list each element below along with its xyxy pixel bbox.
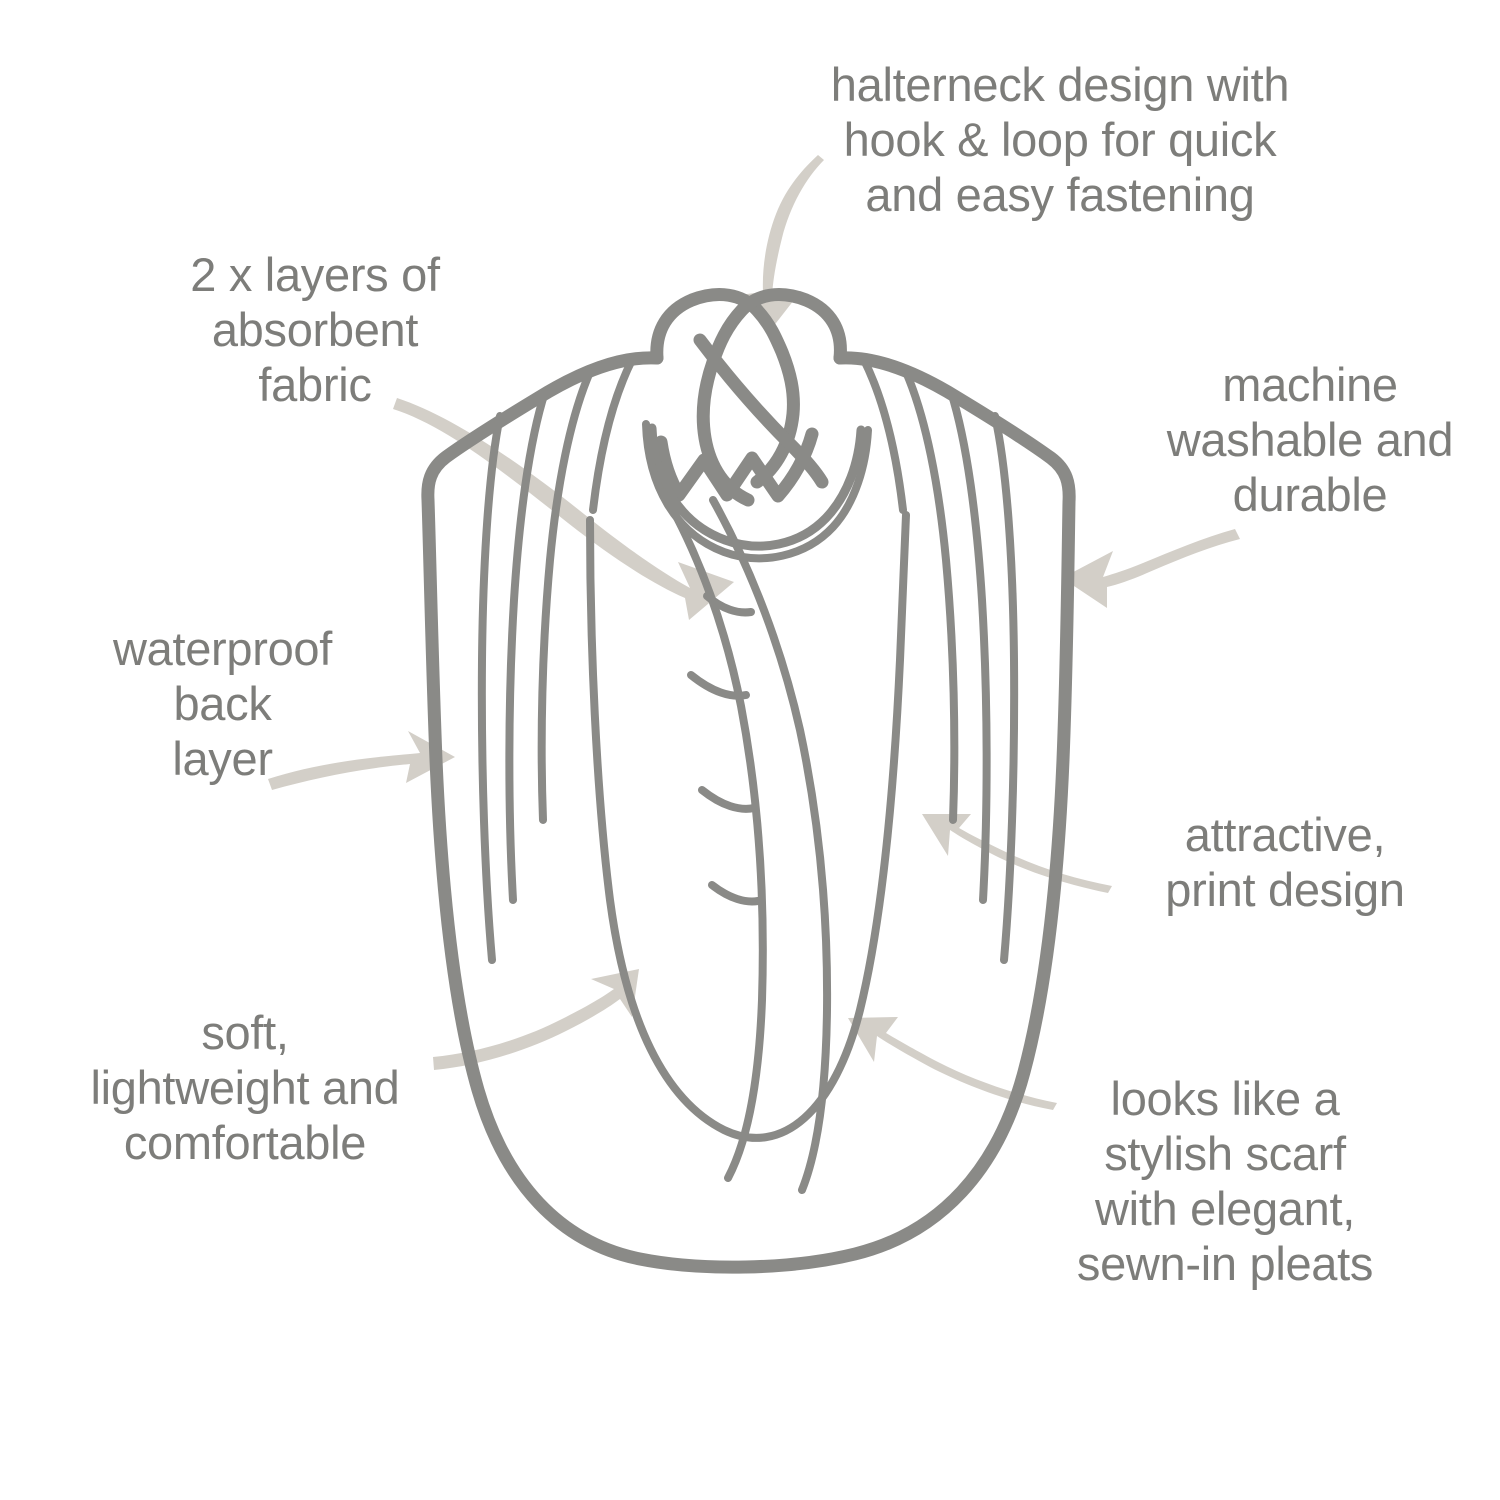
pleat-line-l4 — [589, 356, 636, 514]
callout-soft-lightweight: soft, lightweight and comfortable — [90, 1006, 400, 1169]
drape-tick-marks — [687, 592, 762, 906]
pleat-line-r2 — [947, 388, 991, 904]
callout-arrows — [268, 155, 1240, 1110]
callout-waterproof-back-layer: waterproof back layer — [112, 622, 333, 785]
tick-1 — [703, 592, 755, 617]
collar-scoop-outer — [647, 423, 866, 551]
tick-3 — [698, 786, 758, 813]
shoulder-pleat-lines-left — [477, 356, 636, 964]
inner-hem-curve — [586, 511, 910, 1142]
arrow-upright-to-lower-body-icon — [433, 969, 639, 1070]
neck-strap-left-loop — [650, 288, 800, 489]
arrow-right-to-left-edge-icon — [268, 731, 455, 790]
body-outline — [421, 351, 1076, 1274]
pleat-line-l3 — [537, 368, 594, 824]
zigzag-collar — [654, 427, 819, 503]
scarf-outline-group — [421, 288, 1076, 1274]
tick-2 — [687, 671, 750, 700]
pleat-line-l1 — [477, 412, 504, 964]
neck-strap-right-loop — [696, 288, 847, 507]
arrow-left-to-right-edge-icon — [1062, 529, 1240, 608]
callout-attractive-print-design: attractive, print design — [1165, 808, 1405, 916]
shoulder-pleat-lines-right — [860, 356, 1019, 964]
drape-curve-main — [659, 488, 767, 1182]
callout-stylish-scarf-pleats: looks like a stylish scarf with elegant,… — [1076, 1072, 1374, 1290]
drape-curve-second — [709, 496, 832, 1194]
pleat-line-l2 — [505, 388, 549, 904]
arrow-upleft-to-body-icon — [922, 814, 1112, 893]
pleat-line-r4 — [860, 356, 907, 514]
pleat-line-r3 — [902, 368, 959, 824]
callout-absorbent-layers: 2 x layers of absorbent fabric — [190, 248, 440, 411]
callout-halterneck-design: halterneck design with hook & loop for q… — [830, 58, 1290, 221]
neck-strap-crossover — [693, 333, 829, 489]
tick-4 — [708, 881, 762, 906]
arrow-upleft-to-lower-body-icon — [848, 1017, 1057, 1110]
callout-machine-washable: machine washable and durable — [1166, 358, 1454, 521]
arrow-right-to-body-icon — [393, 398, 734, 620]
pleat-line-r1 — [991, 412, 1019, 964]
